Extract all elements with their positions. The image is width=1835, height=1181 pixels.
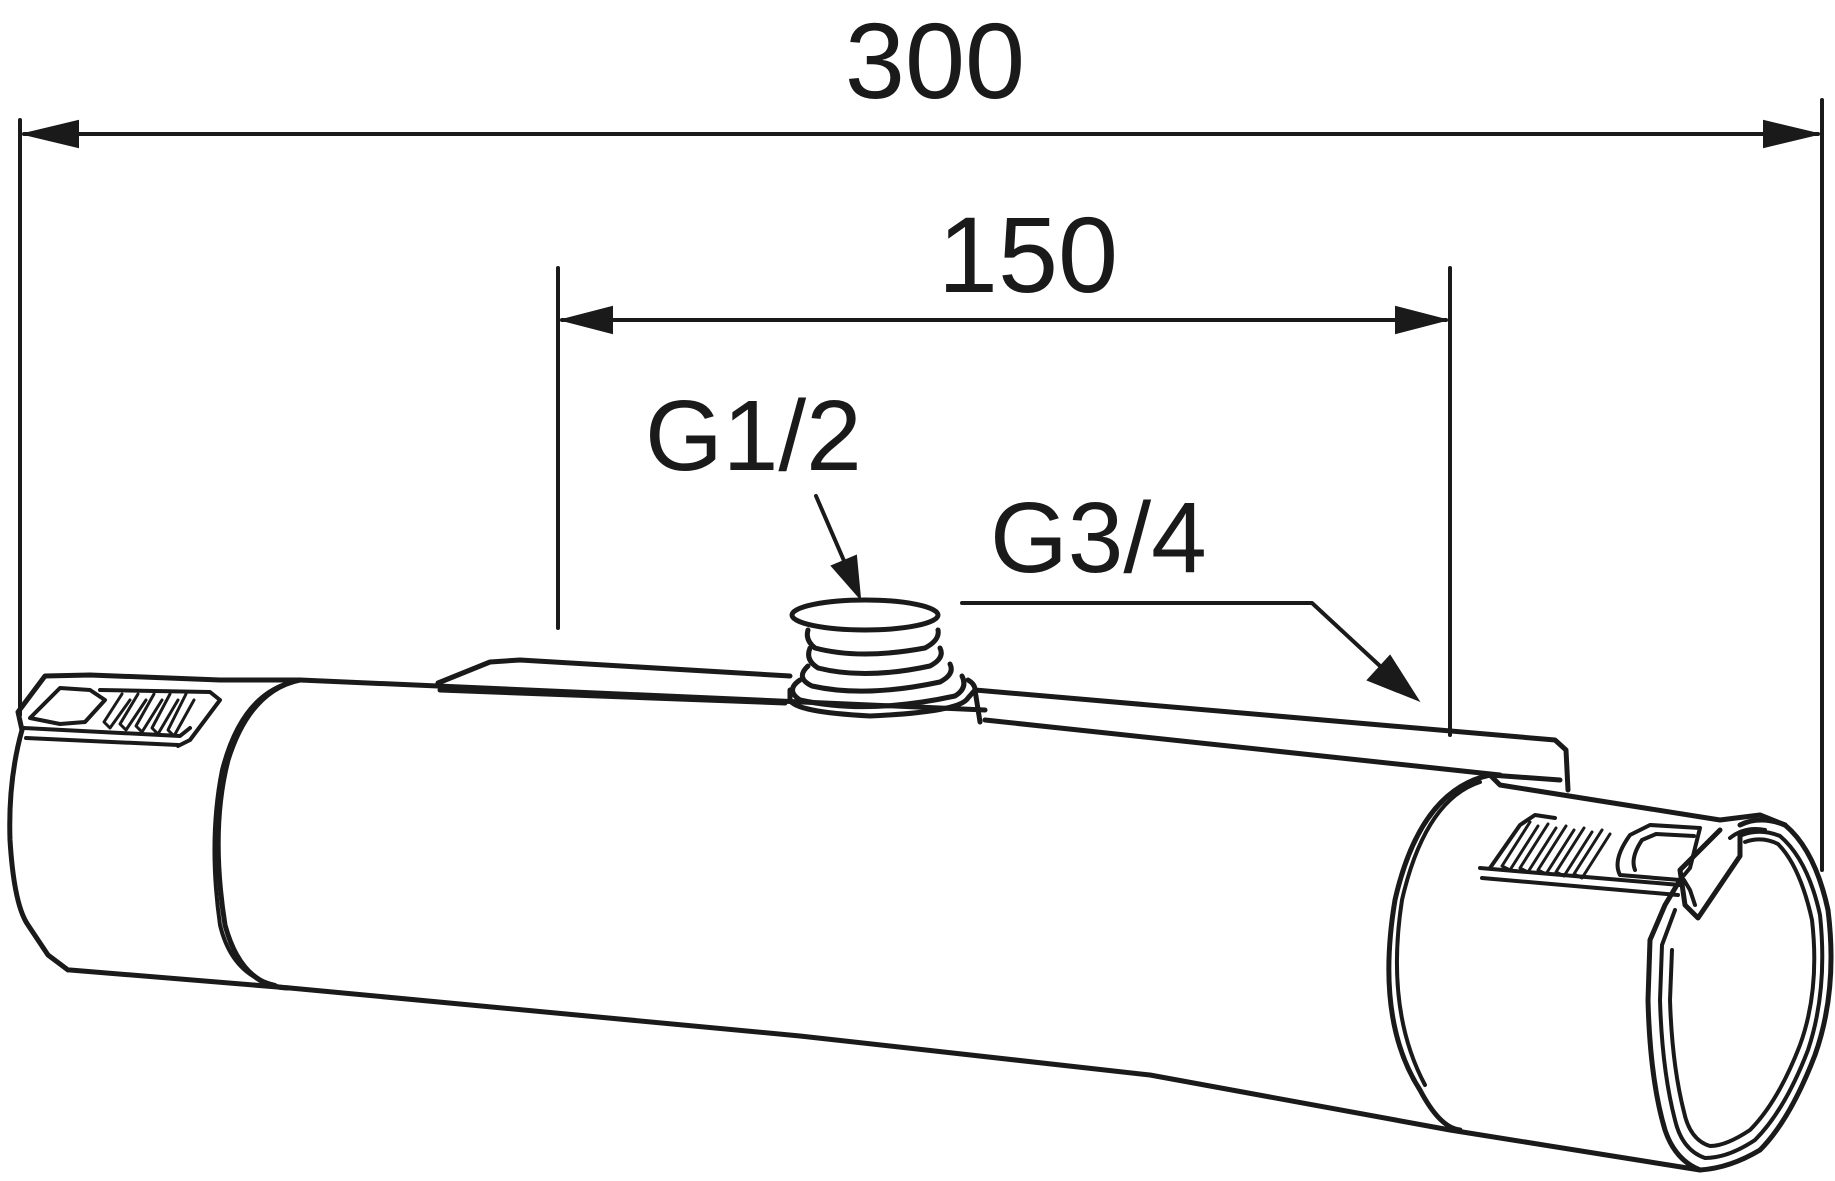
thermostatic-mixer [7,597,1834,1173]
grip-ridge [1500,820,1540,872]
outlet-thread-1 [804,627,941,657]
body-bottom-edge [67,967,1703,1173]
arrowhead-left [23,119,79,149]
right-grip-ridges [1500,820,1612,880]
arrowhead-right [1763,119,1819,149]
right-end-cap [1645,817,1834,1173]
right-knob-band-2 [1480,876,1680,897]
rail-lower-right [982,717,1503,778]
right-knob-face-outer [1386,772,1493,1133]
knob-indicator [1677,827,1743,921]
left-body-ring-inner [212,682,287,987]
label-wall-inlet: G3/4 [990,482,1207,594]
label-top-outlet: G1/2 [645,380,862,492]
right-grip-frame [1488,813,1557,870]
right-cap-ring-2 [1668,837,1817,1148]
left-handle-band-2 [24,736,180,747]
grip-ridge [118,692,148,732]
outlet-thread-2 [806,645,944,677]
rail-top-left [435,657,793,686]
knob-indicator-line [1682,878,1697,907]
left-handle-band [22,726,192,738]
grip-ridge [1554,826,1594,878]
dimension-center-distance: 150 [556,194,1452,737]
outlet-thread-3 [799,661,954,694]
dimension-overall: 300 [18,0,1824,872]
arrowhead-wall-inlet [1366,654,1421,703]
left-handle-top [15,672,303,733]
grip-ridge [102,692,132,730]
grip-ridge [1536,824,1576,876]
arrowhead-center-right [1395,305,1450,335]
main-body [67,677,1703,1173]
outlet-base [787,677,978,719]
grip-ridge [166,692,196,738]
left-grip-frame [98,688,222,748]
grip-ridge [134,692,164,734]
left-grip-ridges [102,692,196,738]
left-body-ring-outer [215,677,303,991]
left-handle [7,672,303,991]
leader-line-top-outlet [814,494,850,572]
outlet-thread-4 [790,673,967,710]
left-handle-outer [7,727,71,973]
grip-ridge [1572,828,1612,880]
dimension-label-overall: 300 [845,0,1025,121]
arrowhead-center-left [558,305,613,335]
callout-wall-inlet: G3/4 [960,482,1421,703]
outlet-top-face [789,597,941,633]
dimension-label-center: 150 [938,194,1118,315]
left-grip-pad [28,686,107,726]
top-outlet-fitting [787,597,983,725]
outlet-base-right [972,687,983,725]
right-grip-pad-inner [1631,832,1696,872]
right-cap-ring-1 [1658,829,1825,1160]
body-top-edge-right [1487,772,1563,783]
leader-line-wall-inlet [960,601,1382,668]
right-grip-pad [1615,823,1702,882]
right-knob-face-inner [1394,780,1482,1087]
callout-top-outlet: G1/2 [645,380,862,601]
grip-ridge [1518,822,1558,874]
grip-ridge [150,692,180,736]
right-cap-inner-rim [1728,827,1767,840]
arrowhead-top-outlet [830,554,862,601]
right-cap-outer [1645,817,1834,1173]
rail-top-right [972,687,1571,793]
right-temperature-knob [1386,772,1788,1133]
